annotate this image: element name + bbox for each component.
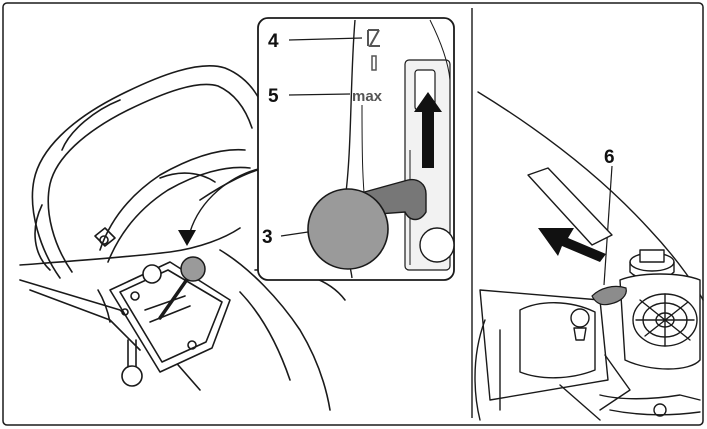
diagonal-arrow: [538, 228, 606, 262]
mower-handle-illustration: [19, 65, 346, 411]
throttle-knob: [307, 188, 389, 270]
down-triangle-arrow: [178, 230, 196, 246]
callout-3: 3: [262, 227, 273, 248]
pivot-cap: [419, 227, 455, 263]
inset-detail: max: [257, 17, 455, 281]
engine-illustration: [474, 91, 704, 421]
callout-6: 6: [604, 147, 615, 168]
lever-knob-left: [180, 256, 206, 282]
up-arrow: [414, 92, 442, 168]
callout-5: 5: [268, 86, 279, 107]
callout-4: 4: [268, 31, 279, 52]
choke-lever: [591, 285, 627, 306]
callout-leaders: [280, 37, 613, 286]
idle-bar-icon: [371, 55, 377, 71]
scale-max-label: max: [352, 88, 383, 105]
choke-symbol-icon: [367, 29, 380, 47]
curved-motion-arrow: [189, 167, 263, 233]
